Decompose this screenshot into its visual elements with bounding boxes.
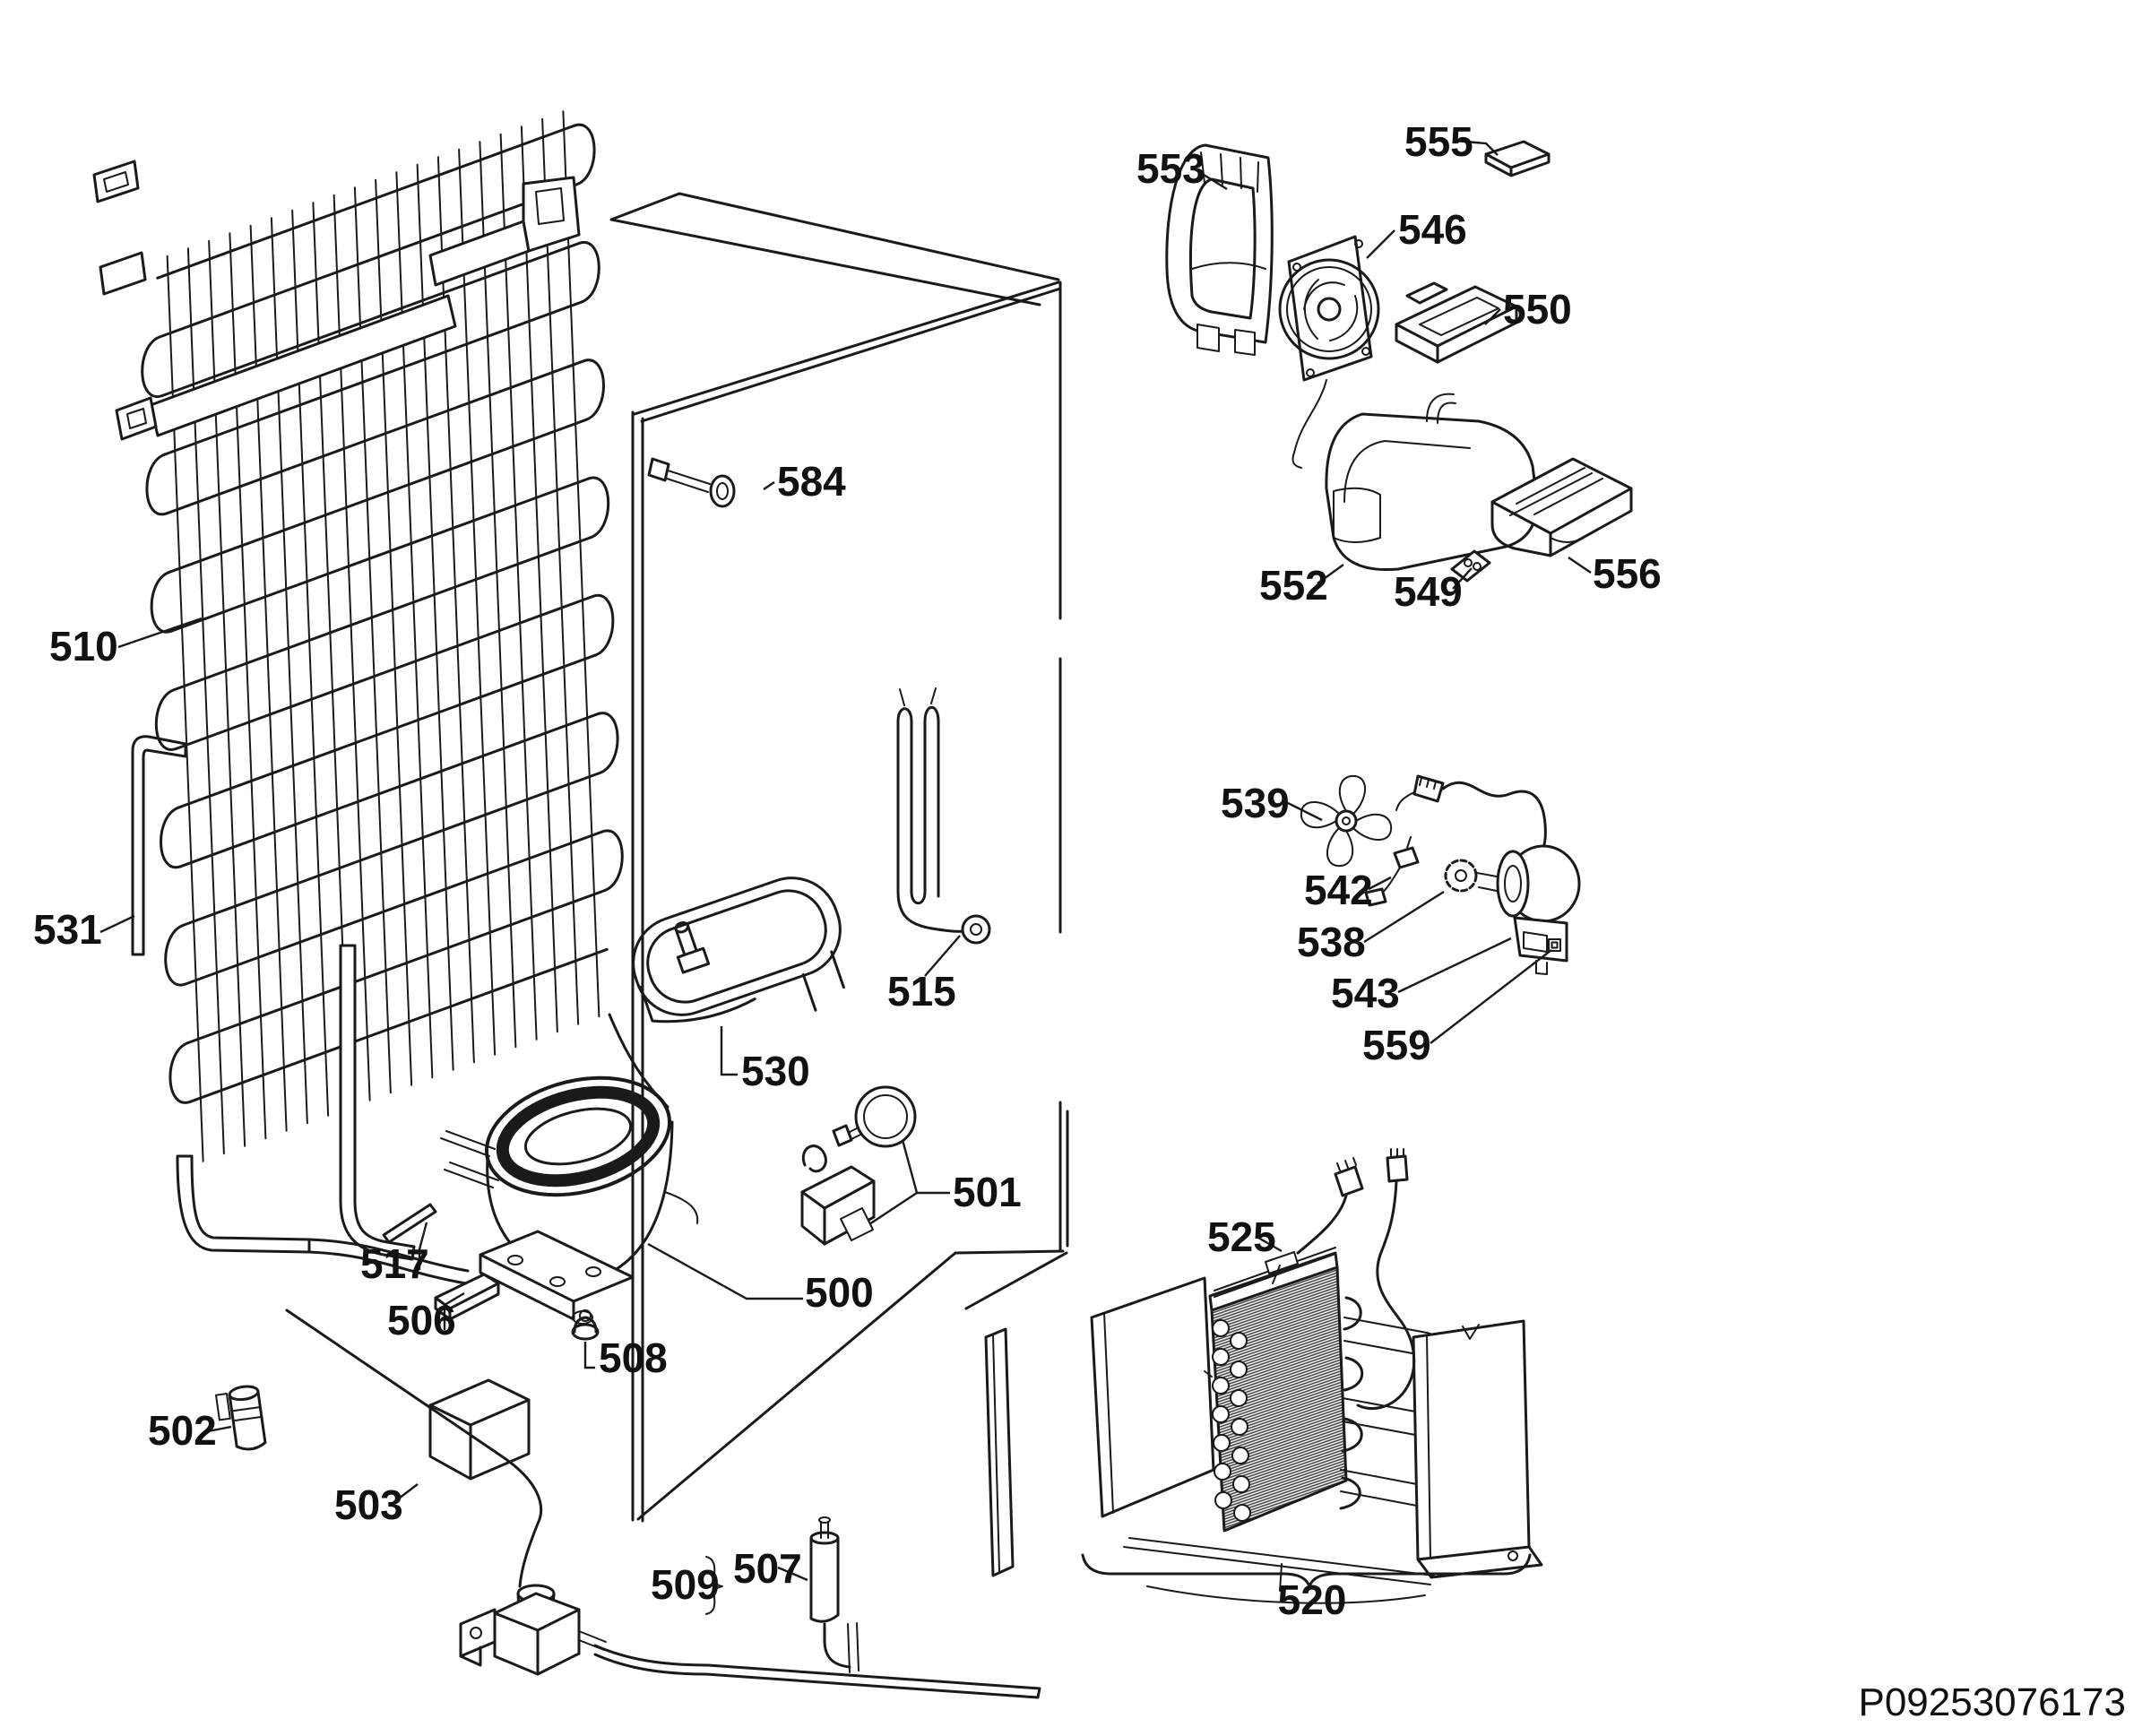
part-label-538: 538: [1297, 919, 1366, 965]
ice-tray-556: [1490, 457, 1633, 557]
drier-strip: [131, 735, 187, 956]
overload-protector: [215, 1385, 267, 1451]
water-valve-assembly: [459, 1584, 1041, 1699]
support-tray-550: [1395, 281, 1518, 364]
part-label-509: 509: [651, 1561, 720, 1608]
part-label-520: 520: [1278, 1576, 1347, 1623]
part-label-500: 500: [805, 1269, 874, 1316]
part-label-515: 515: [887, 968, 956, 1015]
start-relay: [800, 1085, 917, 1246]
part-label-525: 525: [1207, 1213, 1276, 1260]
part-label-531: 531: [33, 906, 102, 953]
part-label-530: 530: [741, 1048, 810, 1094]
part-label-502: 502: [148, 1407, 217, 1454]
fan-shroud-553: [1165, 143, 1274, 356]
part-label-584: 584: [777, 458, 846, 505]
part-label-559: 559: [1362, 1022, 1431, 1068]
part-label-517: 517: [360, 1240, 429, 1287]
cabinet-outline: [609, 192, 1069, 1523]
thermostat-sensor: [647, 457, 736, 508]
condenser-mounting-straps: [92, 160, 581, 441]
part-label-539: 539: [1221, 780, 1290, 826]
part-label-506: 506: [387, 1297, 456, 1343]
terminal-cover-box: [428, 1378, 531, 1481]
fan-blade-539: [1300, 774, 1393, 868]
pin-517: [382, 1203, 437, 1244]
group-brace-509: [705, 1556, 723, 1615]
part-label-507: 507: [733, 1545, 802, 1592]
sensor-542: [1364, 836, 1420, 907]
part-label-550: 550: [1503, 286, 1572, 333]
defrost-heater: [896, 687, 991, 945]
part-label-546: 546: [1398, 206, 1467, 253]
fan-546: [1278, 235, 1380, 469]
plate-549: [1450, 549, 1491, 583]
part-label-542: 542: [1304, 867, 1373, 913]
compressor: [440, 1075, 699, 1325]
part-label-543: 543: [1331, 970, 1400, 1016]
grommet-508: [571, 1309, 600, 1341]
part-label-549: 549: [1394, 568, 1463, 615]
condenser-grid: [94, 100, 668, 1586]
part-label-503: 503: [334, 1481, 403, 1528]
condenser-tubes: [176, 944, 669, 1588]
leader-lines: [99, 139, 1592, 1582]
part-label-556: 556: [1593, 550, 1662, 597]
evaporator-assembly: [984, 1148, 1543, 1604]
part-label-510: 510: [49, 623, 118, 669]
air-duct-552: [1325, 393, 1539, 572]
part-label-553: 553: [1136, 145, 1205, 192]
cover-plate-555: [1484, 140, 1551, 177]
part-label-555: 555: [1404, 118, 1473, 165]
clip-559: [1548, 938, 1561, 952]
part-label-508: 508: [599, 1334, 668, 1381]
document-code: P09253076173: [1858, 1680, 2126, 1724]
group-brace-520: [1081, 1553, 1532, 1588]
drip-tray: [632, 877, 845, 1023]
coupling-538: [1444, 859, 1478, 893]
wiring-harness-525: [1272, 1148, 1416, 1410]
part-labels: 510 531 502 503 517 506 508 500 501 530 …: [33, 118, 1662, 1623]
filter-drier-507: [809, 1516, 851, 1669]
part-label-552: 552: [1259, 562, 1328, 609]
part-label-501: 501: [953, 1169, 1022, 1215]
